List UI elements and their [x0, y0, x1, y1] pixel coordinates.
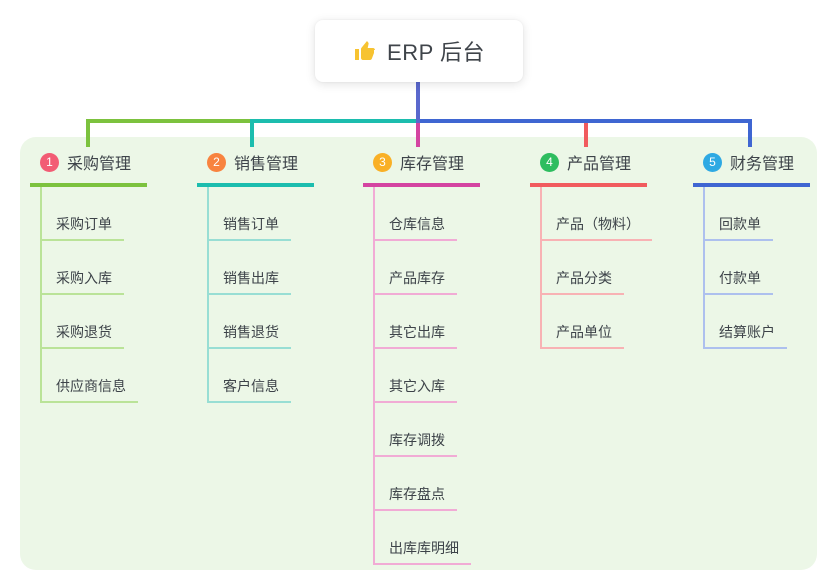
branch-product: 4 产品管理 产品（物料）产品分类产品单位 [530, 150, 652, 349]
branch-header-inventory[interactable]: 3 库存管理 [363, 150, 481, 187]
branch-items-finance: 回款单付款单结算账户 [703, 187, 810, 349]
mindmap-node-item[interactable]: 回款单 [705, 187, 773, 241]
mindmap-node-item[interactable]: 库存盘点 [375, 457, 457, 511]
root-node[interactable]: ERP 后台 [315, 20, 523, 82]
branch-label: 采购管理 [67, 156, 132, 173]
branch-sales: 2 销售管理 销售订单销售出库销售退货客户信息 [197, 150, 315, 403]
mindmap-node-item[interactable]: 仓库信息 [375, 187, 457, 241]
branch-items-product: 产品（物料）产品分类产品单位 [540, 187, 652, 349]
branch-purchase: 1 采购管理 采购订单采购入库采购退货供应商信息 [30, 150, 148, 403]
branch-header-product[interactable]: 4 产品管理 [530, 150, 648, 187]
branch-header-finance[interactable]: 5 财务管理 [693, 150, 811, 187]
mindmap-node-item[interactable]: 其它入库 [375, 349, 457, 403]
mindmap-node-item[interactable]: 付款单 [705, 241, 773, 295]
branch-items-sales: 销售订单销售出库销售退货客户信息 [207, 187, 314, 403]
branch-number-badge: 3 [373, 152, 392, 172]
connector-root-drop [416, 82, 420, 123]
mindmap-node-item[interactable]: 采购入库 [42, 241, 124, 295]
mindmap-node-item[interactable]: 出库库明细 [375, 511, 471, 565]
mindmap-node-item[interactable]: 销售订单 [209, 187, 291, 241]
branch-items-inventory: 仓库信息产品库存其它出库其它入库库存调拨库存盘点出库库明细 [373, 187, 480, 565]
mindmap-node-item[interactable]: 采购订单 [42, 187, 124, 241]
branch-inventory: 3 库存管理 仓库信息产品库存其它出库其它入库库存调拨库存盘点出库库明细 [363, 150, 481, 565]
branch-label: 财务管理 [730, 156, 795, 173]
mindmap-node-item[interactable]: 采购退货 [42, 295, 124, 349]
branch-header-purchase[interactable]: 1 采购管理 [30, 150, 148, 187]
connector-branch-5-v [748, 121, 752, 147]
branch-number-badge: 1 [40, 152, 59, 172]
connector-branch-1-v [86, 121, 90, 147]
mindmap-node-item[interactable]: 产品库存 [375, 241, 457, 295]
connector-branch-5-h [418, 119, 752, 123]
mindmap-node-item[interactable]: 销售退货 [209, 295, 291, 349]
branch-number-badge: 2 [207, 152, 226, 172]
branch-label: 产品管理 [567, 156, 632, 173]
mindmap-node-item[interactable]: 产品分类 [542, 241, 624, 295]
mindmap-node-item[interactable]: 销售出库 [209, 241, 291, 295]
branch-number-badge: 4 [540, 152, 559, 172]
mindmap-node-item[interactable]: 产品单位 [542, 295, 624, 349]
mindmap-node-item[interactable]: 客户信息 [209, 349, 291, 403]
mindmap-node-item[interactable]: 库存调拨 [375, 403, 457, 457]
mindmap-node-item[interactable]: 其它出库 [375, 295, 457, 349]
branch-number-badge: 5 [703, 152, 722, 172]
branch-items-purchase: 采购订单采购入库采购退货供应商信息 [40, 187, 147, 403]
mindmap-node-item[interactable]: 产品（物料） [542, 187, 652, 241]
thumbs-up-icon [353, 39, 377, 63]
connector-branch-2-v [250, 121, 254, 147]
branch-header-sales[interactable]: 2 销售管理 [197, 150, 315, 187]
branch-label: 销售管理 [234, 156, 299, 173]
branch-finance: 5 财务管理 回款单付款单结算账户 [693, 150, 811, 349]
branches-panel [20, 137, 817, 570]
root-title: ERP 后台 [387, 40, 485, 65]
branch-label: 库存管理 [400, 156, 465, 173]
connector-branch-3-v [416, 123, 420, 147]
connector-branch-2-h [250, 119, 420, 123]
mindmap-node-item[interactable]: 结算账户 [705, 295, 787, 349]
connector-branch-4-v [584, 123, 588, 147]
mindmap-node-item[interactable]: 供应商信息 [42, 349, 138, 403]
